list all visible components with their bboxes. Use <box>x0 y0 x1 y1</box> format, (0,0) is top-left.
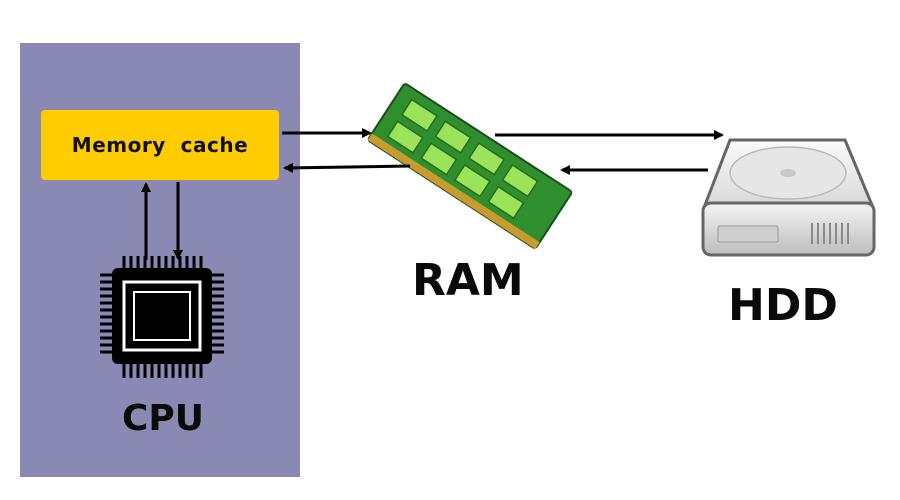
ram-label: RAM <box>412 255 524 306</box>
arrow-ram-to-cache <box>283 162 411 173</box>
cpu-chip-icon <box>100 256 224 378</box>
hdd-label: HDD <box>728 280 838 331</box>
memory-cache-box: Memory cache <box>41 110 279 180</box>
ram-module-icon <box>367 83 573 249</box>
cpu-label: CPU <box>122 398 205 439</box>
memory-cache-label: Memory cache <box>71 133 249 157</box>
hard-drive-icon <box>701 138 876 257</box>
